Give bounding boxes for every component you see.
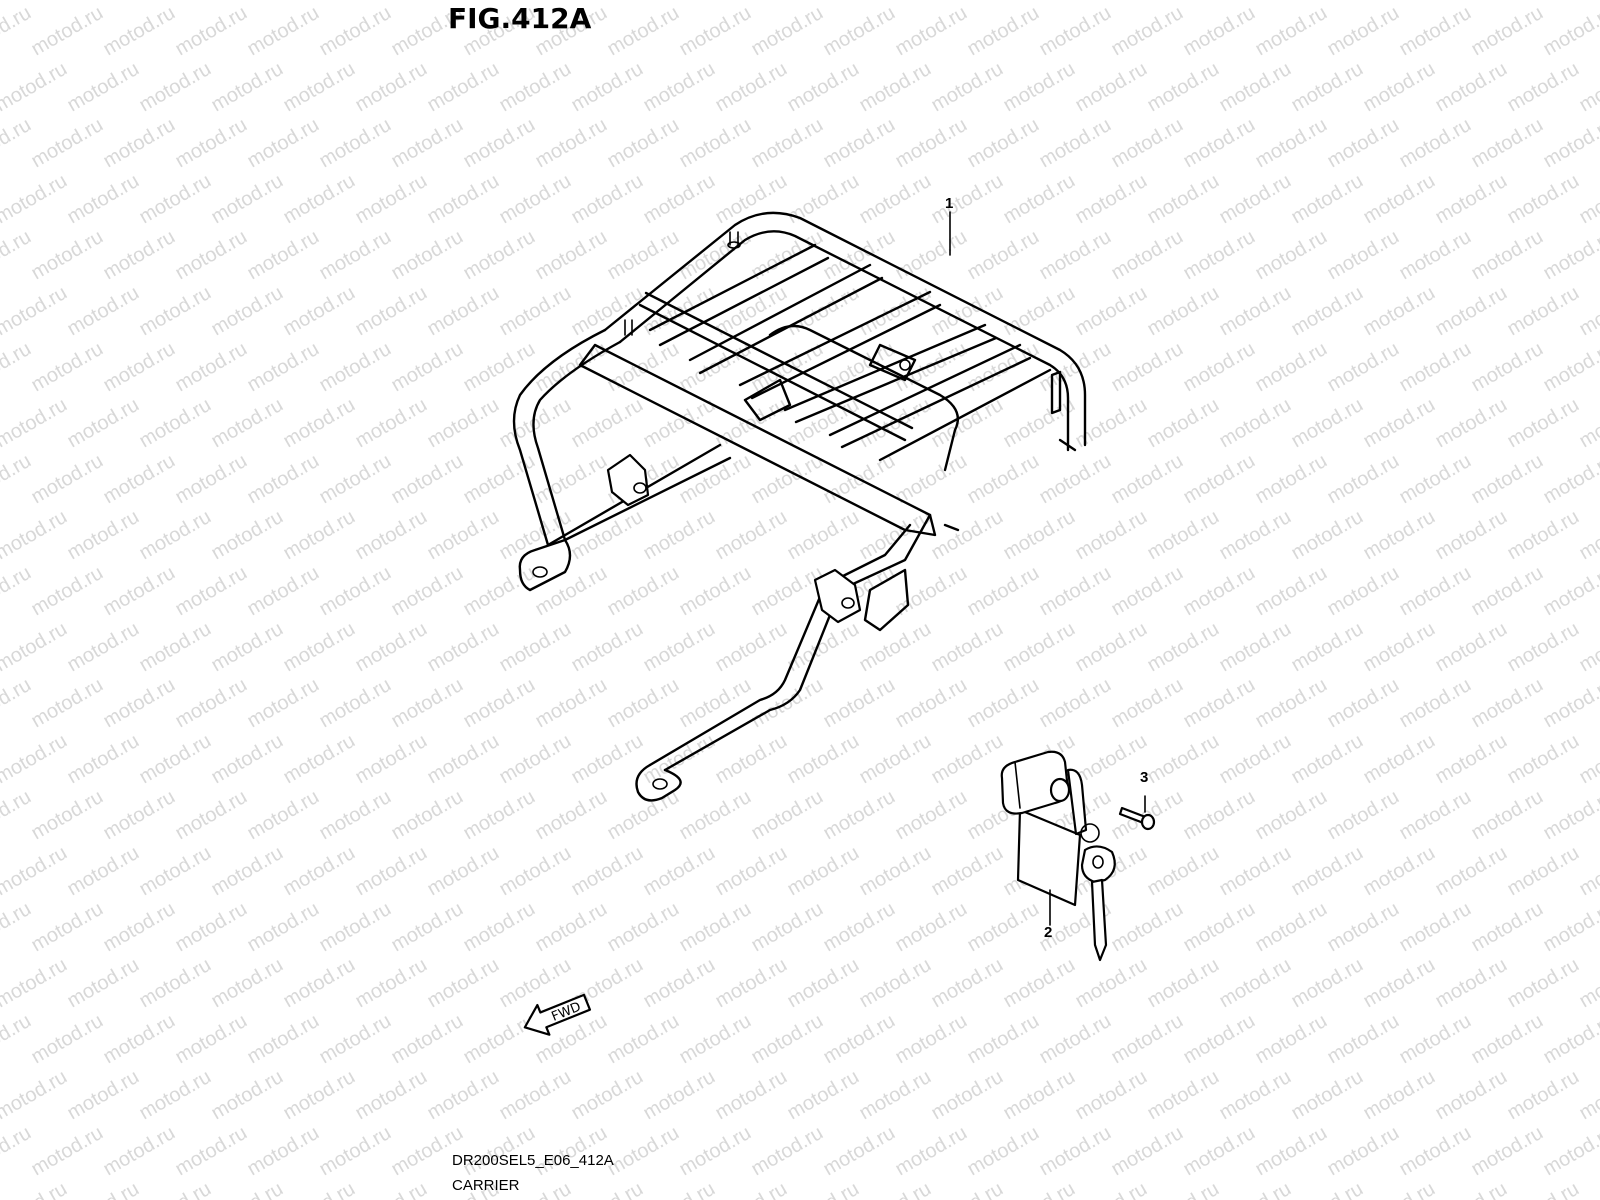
figure-name: CARRIER	[452, 1177, 520, 1194]
figure-title: FIG.412A	[448, 2, 592, 35]
forward-arrow-icon: FWD	[523, 993, 592, 1036]
watermark-text: motod.ru	[1576, 0, 1600, 4]
fwd-label: FWD	[549, 1000, 583, 1025]
figure-code: DR200SEL5_E06_412A	[452, 1152, 614, 1169]
carrier-part[interactable]	[512, 211, 1087, 802]
callout-3: 3	[1140, 769, 1148, 786]
callout-1: 1	[945, 195, 953, 212]
screw-part[interactable]	[1118, 795, 1156, 831]
lock-set-part[interactable]	[1000, 750, 1116, 962]
callout-2: 2	[1044, 924, 1052, 941]
